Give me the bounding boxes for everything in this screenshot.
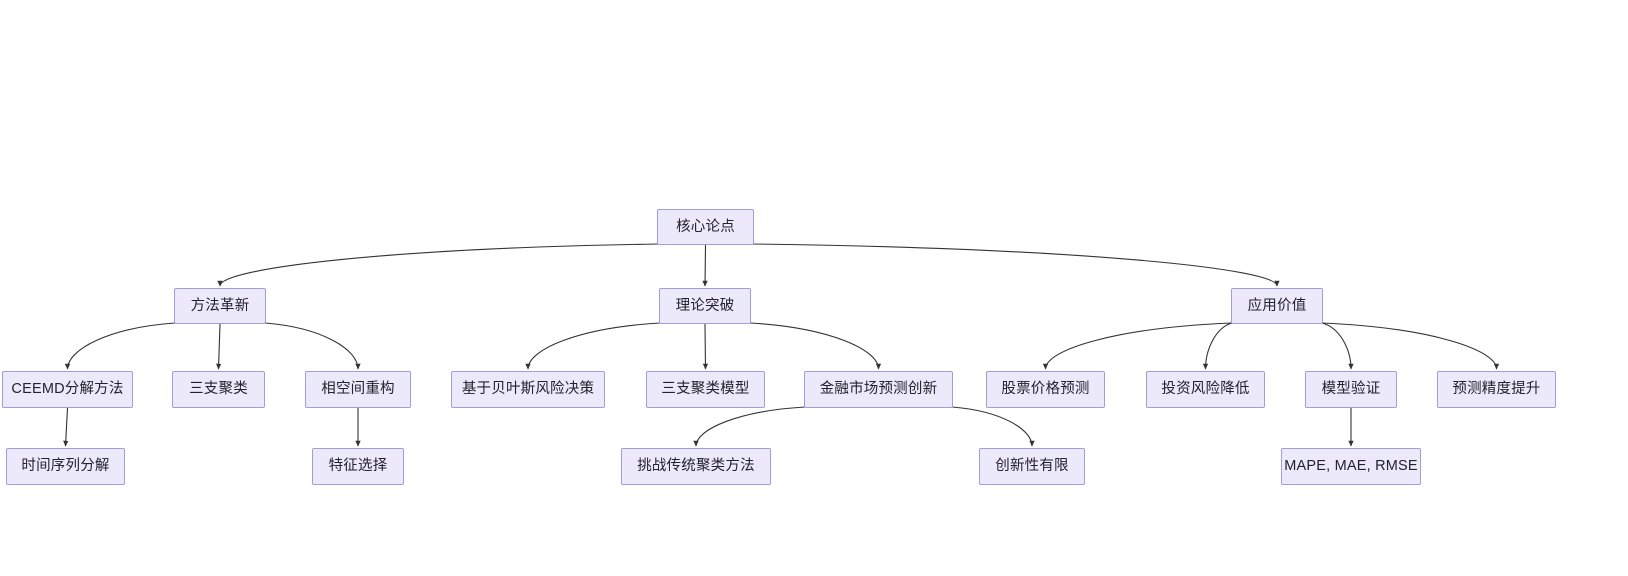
node-c3[interactable]: 相空间重构: [305, 371, 411, 408]
edge-c6-to-d3: [693, 406, 806, 447]
edge-m2-to-c4: [525, 322, 661, 370]
node-m3[interactable]: 应用价值: [1231, 288, 1323, 324]
node-d2[interactable]: 特征选择: [312, 448, 404, 485]
edge-m3-to-c7: [1042, 322, 1233, 370]
node-label: 理论突破: [675, 297, 735, 314]
node-c4[interactable]: 基于贝叶斯风险决策: [451, 371, 605, 408]
node-d3[interactable]: 挑战传统聚类方法: [621, 448, 771, 485]
node-label: 基于贝叶斯风险决策: [461, 381, 595, 398]
edge-m1-to-c2: [216, 323, 222, 370]
node-label: 创新性有限: [995, 458, 1069, 475]
node-label: MAPE, MAE, RMSE: [1284, 458, 1418, 475]
edge-m2-to-c6: [749, 322, 882, 370]
edge-c6-to-d4: [951, 406, 1035, 447]
node-d4[interactable]: 创新性有限: [979, 448, 1085, 485]
node-label: 预测精度提升: [1452, 381, 1541, 398]
node-label: 应用价值: [1247, 297, 1307, 314]
node-label: 方法革新: [190, 297, 250, 314]
node-c5[interactable]: 三支聚类模型: [646, 371, 765, 408]
node-d1[interactable]: 时间序列分解: [6, 448, 125, 485]
node-c2[interactable]: 三支聚类: [172, 371, 265, 408]
edge-root-to-m1: [217, 243, 659, 287]
node-label: CEEMD分解方法: [11, 381, 124, 398]
node-d5[interactable]: MAPE, MAE, RMSE: [1281, 448, 1421, 485]
node-m1[interactable]: 方法革新: [174, 288, 266, 324]
node-c6[interactable]: 金融市场预测创新: [804, 371, 953, 408]
node-label: 金融市场预测创新: [819, 381, 938, 398]
node-label: 投资风险降低: [1161, 381, 1250, 398]
edge-m2-to-c5: [702, 323, 709, 370]
edge-m3-to-c10: [1321, 322, 1500, 370]
node-c7[interactable]: 股票价格预测: [986, 371, 1105, 408]
node-root[interactable]: 核心论点: [657, 209, 754, 245]
edge-m1-to-c3: [264, 322, 361, 370]
node-label: 股票价格预测: [1001, 381, 1090, 398]
node-label: 相空间重构: [321, 381, 395, 398]
edge-root-to-m3: [752, 243, 1280, 287]
node-label: 模型验证: [1321, 381, 1381, 398]
node-label: 时间序列分解: [21, 458, 110, 475]
node-label: 三支聚类模型: [661, 381, 750, 398]
edge-m3-to-c9: [1321, 322, 1354, 370]
node-label: 挑战传统聚类方法: [637, 458, 755, 475]
node-c10[interactable]: 预测精度提升: [1437, 371, 1556, 408]
edge-m1-to-c1: [64, 322, 176, 370]
edge-root-to-m2: [702, 244, 708, 287]
node-label: 三支聚类: [189, 381, 248, 398]
node-label: 核心论点: [676, 218, 735, 235]
node-m2[interactable]: 理论突破: [659, 288, 751, 324]
node-label: 特征选择: [328, 458, 388, 475]
node-c9[interactable]: 模型验证: [1305, 371, 1397, 408]
edge-c1-to-d1: [63, 407, 69, 447]
edges-group: [63, 243, 1500, 447]
edge-m3-to-c8: [1202, 322, 1233, 370]
node-c8[interactable]: 投资风险降低: [1146, 371, 1265, 408]
node-c1[interactable]: CEEMD分解方法: [2, 371, 133, 408]
